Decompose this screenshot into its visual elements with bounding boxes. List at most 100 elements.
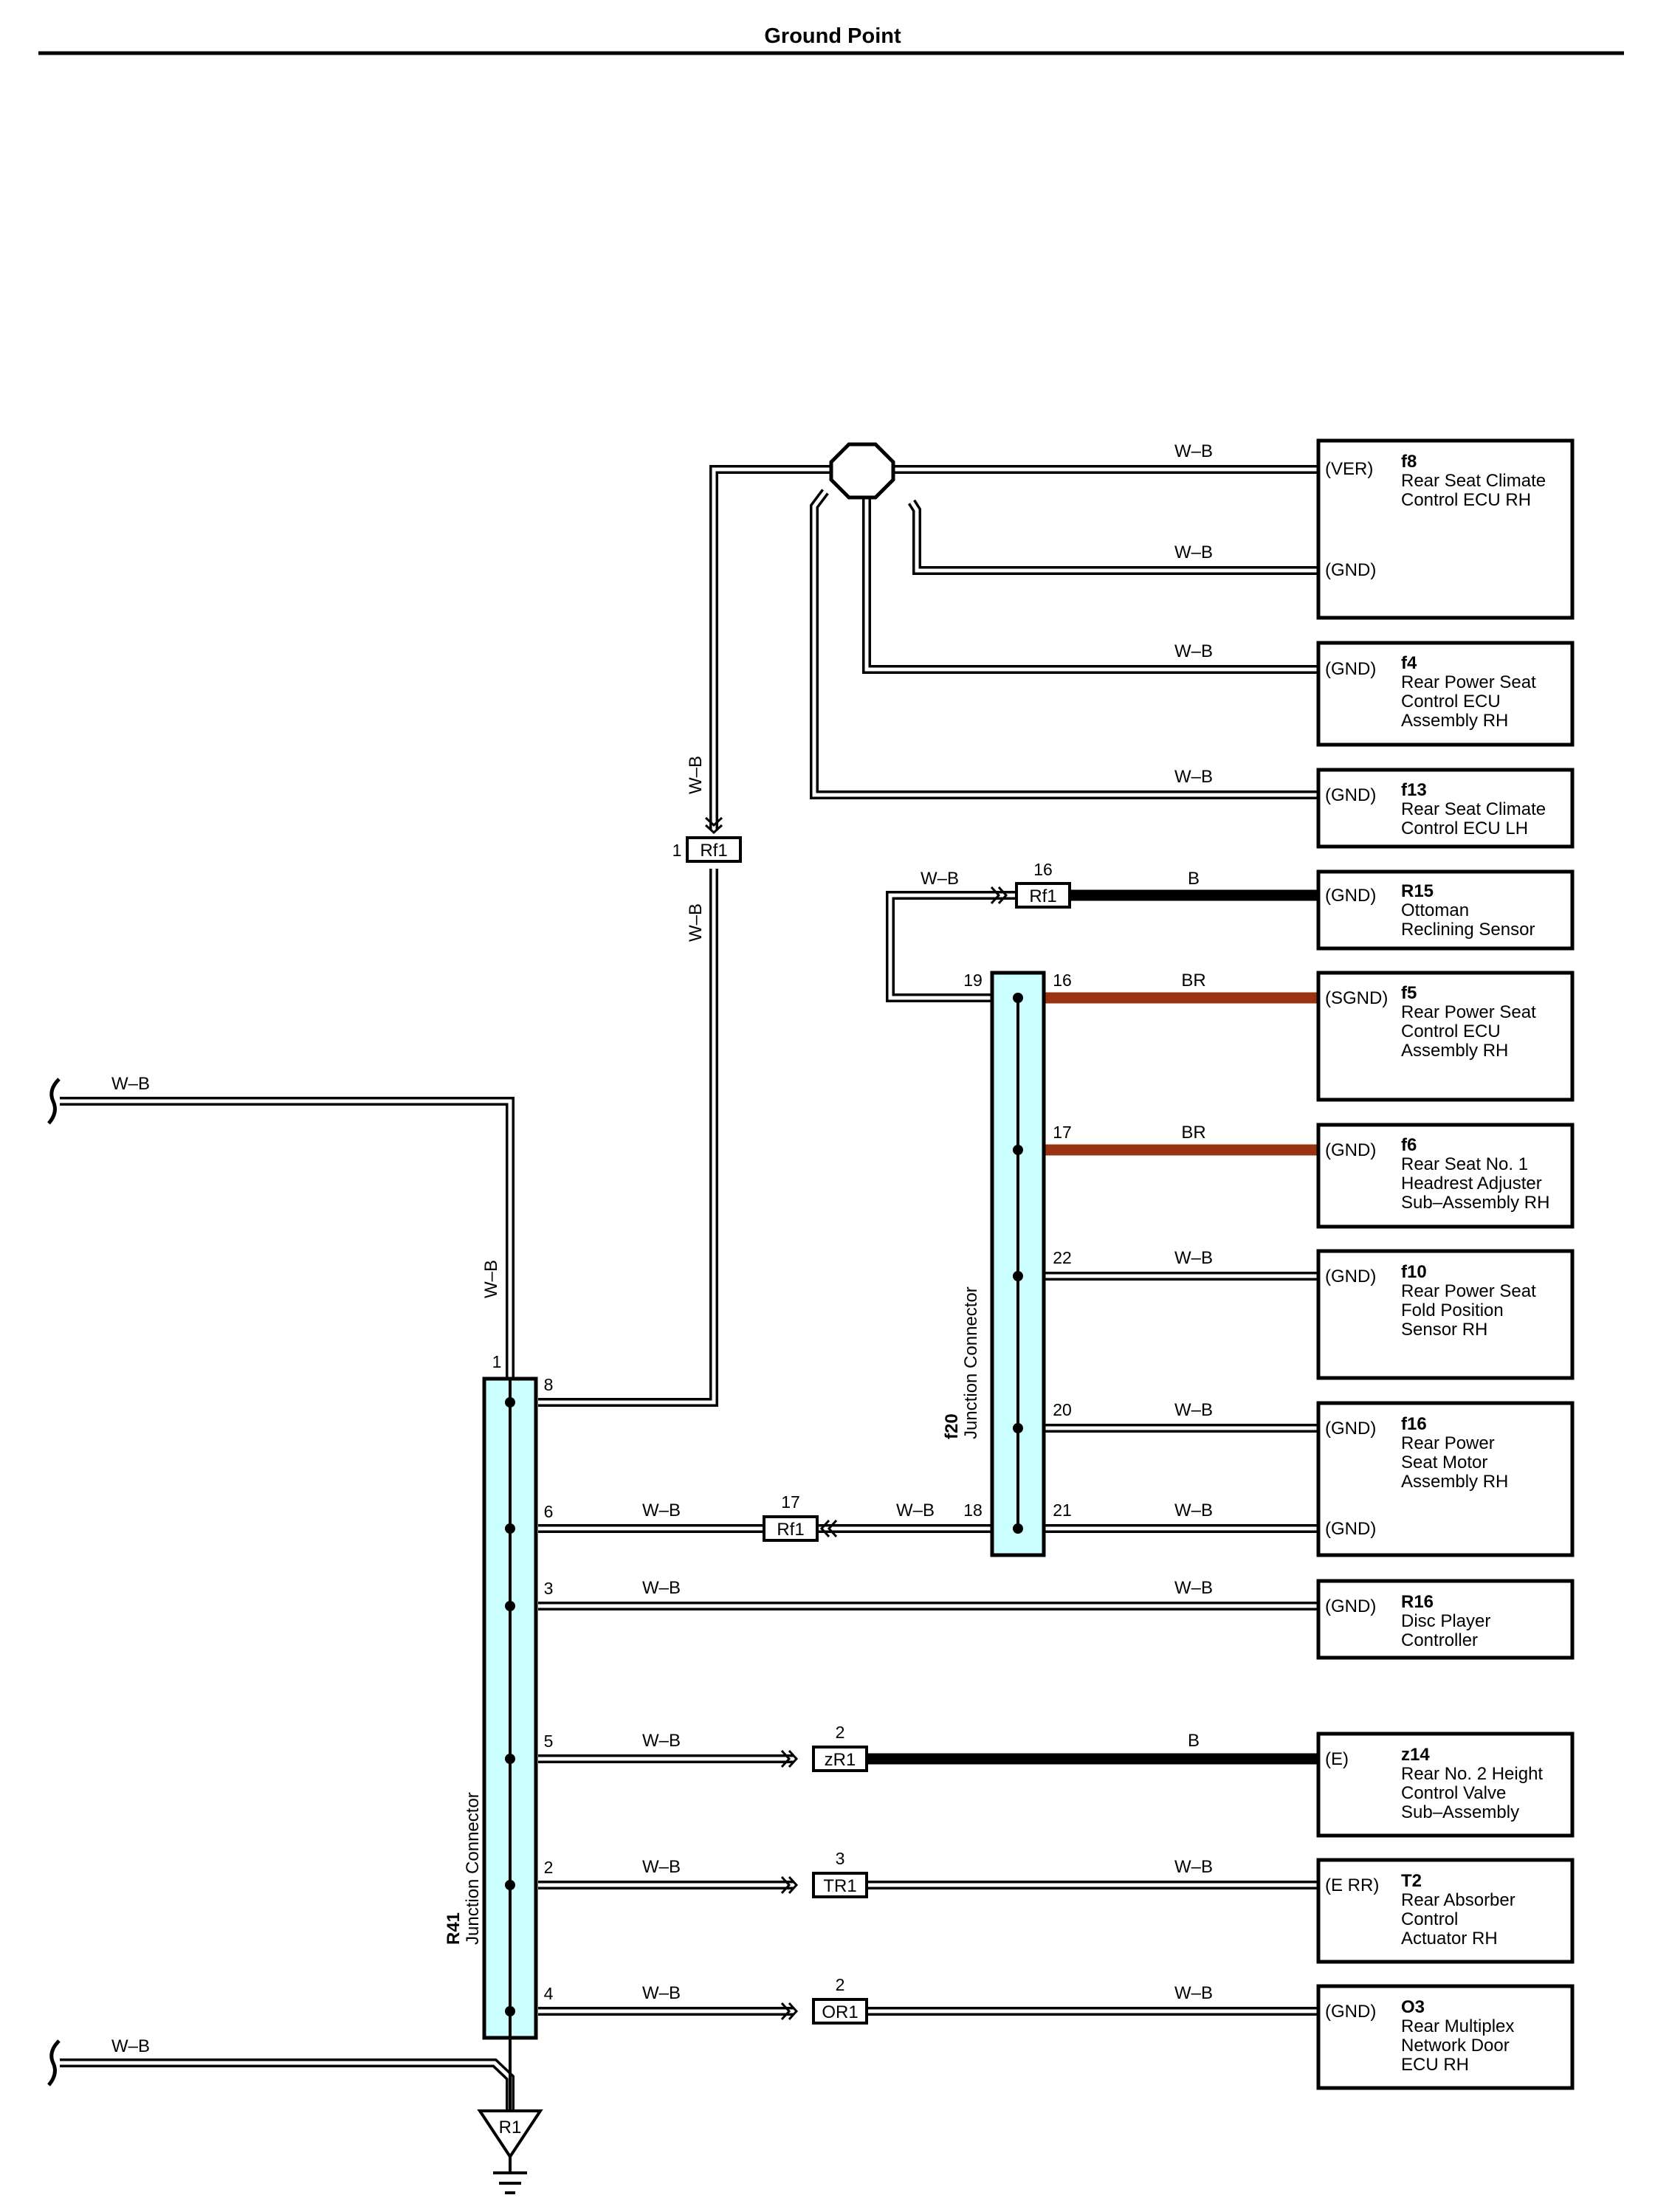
- component-t2: (E RR) T2 Rear Absorber Control Actuator…: [1316, 1858, 1575, 1964]
- svg-text:Rear Power Seat: Rear Power Seat: [1401, 672, 1536, 692]
- svg-text:2: 2: [836, 1723, 845, 1742]
- svg-text:W–B: W–B: [686, 903, 706, 942]
- component-o3: (GND) O3 Rear Multiplex Network Door ECU…: [1316, 1984, 1575, 2090]
- connector-zr1: zR1 2: [780, 1723, 868, 1772]
- svg-text:f10: f10: [1401, 1262, 1427, 1282]
- svg-text:W–B: W–B: [1174, 542, 1213, 562]
- component-f6: (GND) f6 Rear Seat No. 1 Headrest Adjust…: [1316, 1123, 1575, 1229]
- svg-text:f8: f8: [1401, 452, 1417, 472]
- component-f8: (VER) (GND) f8 Rear Seat Climate Control…: [1316, 438, 1575, 620]
- svg-text:R16: R16: [1401, 1592, 1434, 1612]
- svg-text:19: 19: [963, 971, 983, 990]
- solid-wires: [865, 889, 1318, 1765]
- svg-text:(E RR): (E RR): [1325, 1875, 1379, 1895]
- connector-rf1-mid: Rf1 17: [763, 1492, 838, 1542]
- ground-label: R1: [499, 2118, 522, 2137]
- r41-name: Junction Connector: [463, 1792, 483, 1945]
- svg-text:BR: BR: [1181, 971, 1205, 990]
- svg-text:W–B: W–B: [111, 2036, 150, 2056]
- svg-text:Rear Seat Climate: Rear Seat Climate: [1401, 471, 1546, 491]
- svg-text:3: 3: [544, 1579, 554, 1598]
- svg-text:Rear Power: Rear Power: [1401, 1433, 1495, 1453]
- svg-text:f6: f6: [1401, 1135, 1417, 1155]
- component-f4: (GND) f4 Rear Power Seat Control ECU Ass…: [1316, 641, 1575, 747]
- svg-text:Reclining Sensor: Reclining Sensor: [1401, 920, 1535, 940]
- svg-text:6: 6: [544, 1502, 554, 1521]
- svg-text:Network Door: Network Door: [1401, 2036, 1510, 2056]
- svg-text:Assembly RH: Assembly RH: [1401, 1472, 1508, 1492]
- wire-break-bottom: [47, 2039, 61, 2087]
- wire-labels: W–B W–B W–B W–B W–B B BR BR W–B W–B W–B …: [111, 441, 1213, 2056]
- svg-text:Rf1: Rf1: [700, 841, 727, 861]
- connector-or1: OR1 2: [780, 1975, 868, 2025]
- svg-text:T2: T2: [1401, 1871, 1422, 1891]
- svg-text:(GND): (GND): [1325, 560, 1376, 580]
- svg-text:ECU RH: ECU RH: [1401, 2055, 1469, 2075]
- svg-text:W–B: W–B: [1174, 1400, 1213, 1420]
- svg-text:Rear Seat Climate: Rear Seat Climate: [1401, 799, 1546, 819]
- svg-text:Headrest Adjuster: Headrest Adjuster: [1401, 1174, 1542, 1193]
- svg-text:W–B: W–B: [1174, 1983, 1213, 2003]
- svg-text:1: 1: [492, 1352, 502, 1371]
- svg-text:Rf1: Rf1: [1029, 886, 1056, 906]
- svg-text:TR1: TR1: [823, 1876, 856, 1896]
- svg-text:(GND): (GND): [1325, 1519, 1376, 1539]
- svg-text:W–B: W–B: [896, 1500, 935, 1520]
- svg-text:W–B: W–B: [1174, 641, 1213, 661]
- svg-text:Actuator RH: Actuator RH: [1401, 1929, 1498, 1949]
- svg-text:zR1: zR1: [825, 1750, 856, 1770]
- connector-rf1-top: Rf1 1: [672, 816, 742, 863]
- pin-numbers: 1 8 6 3 5 2 4 19 16 17 22 20 18 21: [492, 971, 1072, 2003]
- component-f10: (GND) f10 Rear Power Seat Fold Position …: [1316, 1249, 1575, 1380]
- svg-text:(GND): (GND): [1325, 659, 1376, 679]
- components: (VER) (GND) f8 Rear Seat Climate Control…: [1316, 438, 1575, 2090]
- junction-f20: f20 Junction Connector: [942, 971, 1046, 1557]
- svg-text:18: 18: [963, 1500, 983, 1520]
- f20-code: f20: [942, 1413, 962, 1439]
- svg-text:W–B: W–B: [111, 1074, 150, 1094]
- connector-tr1: TR1 3: [780, 1849, 868, 1898]
- svg-text:5: 5: [544, 1732, 554, 1751]
- svg-text:Assembly RH: Assembly RH: [1401, 711, 1508, 731]
- svg-text:Control Valve: Control Valve: [1401, 1783, 1506, 1803]
- svg-text:(GND): (GND): [1325, 1596, 1376, 1616]
- component-f5: (SGND) f5 Rear Power Seat Control ECU As…: [1316, 971, 1575, 1102]
- component-f16: (GND) (GND) f16 Rear Power Seat Motor As…: [1316, 1401, 1575, 1557]
- svg-text:Control ECU: Control ECU: [1401, 692, 1501, 712]
- diagram-title: Ground Point: [764, 24, 901, 48]
- svg-text:1: 1: [672, 841, 682, 860]
- svg-text:(GND): (GND): [1325, 1267, 1376, 1286]
- svg-text:17: 17: [1053, 1123, 1072, 1142]
- svg-text:Control ECU LH: Control ECU LH: [1401, 819, 1528, 838]
- svg-text:W–B: W–B: [921, 869, 959, 889]
- svg-text:W–B: W–B: [642, 1578, 681, 1598]
- svg-text:(GND): (GND): [1325, 785, 1376, 805]
- svg-text:2: 2: [836, 1975, 845, 1994]
- svg-text:(SGND): (SGND): [1325, 988, 1388, 1008]
- svg-text:O3: O3: [1401, 1997, 1425, 2017]
- svg-text:BR: BR: [1181, 1123, 1205, 1143]
- svg-text:f5: f5: [1401, 983, 1417, 1003]
- svg-text:Sub–Assembly: Sub–Assembly: [1401, 1802, 1519, 1822]
- svg-text:20: 20: [1053, 1400, 1072, 1419]
- svg-text:Control ECU: Control ECU: [1401, 1021, 1501, 1041]
- svg-text:4: 4: [544, 1984, 554, 2003]
- svg-text:W–B: W–B: [1174, 441, 1213, 461]
- connector-rf1-r15: Rf1 16: [990, 860, 1071, 909]
- svg-text:W–B: W–B: [1174, 1857, 1213, 1877]
- svg-text:16: 16: [1033, 860, 1053, 879]
- svg-text:W–B: W–B: [642, 1731, 681, 1751]
- component-r16: (GND) R16 Disc Player Controller: [1316, 1579, 1575, 1660]
- component-z14: (E) z14 Rear No. 2 Height Control Valve …: [1316, 1732, 1575, 1838]
- svg-text:Rf1: Rf1: [777, 1520, 804, 1540]
- splice-octagon: [829, 442, 895, 500]
- svg-text:Sensor RH: Sensor RH: [1401, 1320, 1487, 1340]
- svg-text:B: B: [1188, 1731, 1200, 1751]
- svg-text:W–B: W–B: [481, 1260, 501, 1298]
- svg-text:Ottoman: Ottoman: [1401, 900, 1469, 920]
- svg-text:Rear Power Seat: Rear Power Seat: [1401, 1002, 1536, 1022]
- svg-text:(VER): (VER): [1325, 459, 1373, 479]
- svg-text:f4: f4: [1401, 653, 1417, 673]
- svg-text:21: 21: [1053, 1500, 1072, 1520]
